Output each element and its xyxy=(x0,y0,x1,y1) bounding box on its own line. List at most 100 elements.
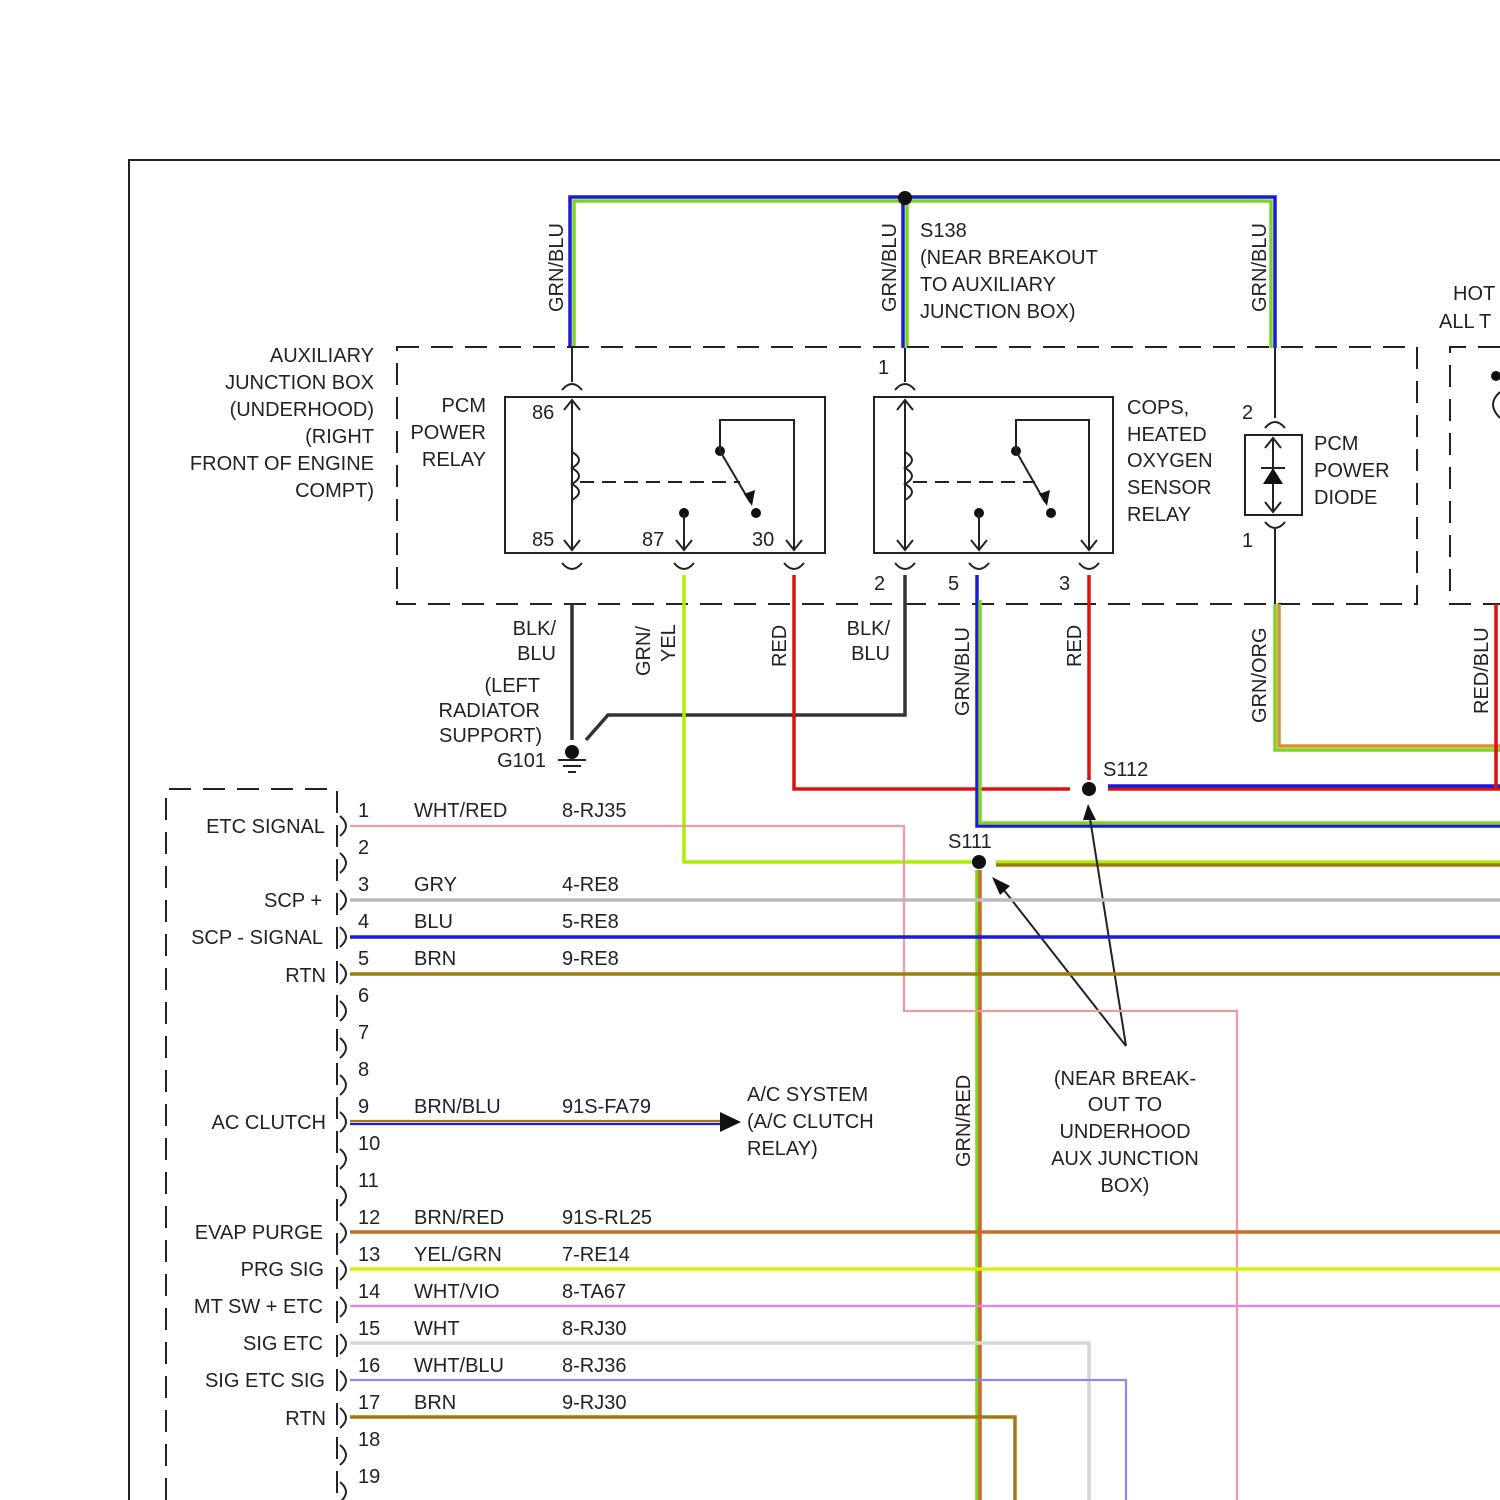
svg-text:PCM: PCM xyxy=(1314,433,1358,455)
wire-label-red-right: RED xyxy=(1064,625,1086,667)
connector-pin-11: 11 xyxy=(340,1170,379,1206)
pin-number: 12 xyxy=(358,1207,380,1229)
svg-text:(A/C CLUTCH: (A/C CLUTCH xyxy=(747,1111,874,1133)
wire-grn-yel xyxy=(684,575,976,862)
svg-text:YEL: YEL xyxy=(658,624,680,662)
svg-text:(LEFT: (LEFT xyxy=(484,675,540,697)
wire-label-blk-blu-left: BLK/ BLU xyxy=(513,618,557,665)
ac-system-label: A/C SYSTEM (A/C CLUTCH RELAY) xyxy=(747,1084,874,1160)
func-mt-sw-etc: MT SW + ETC xyxy=(194,1296,323,1318)
pin-number: 1 xyxy=(358,800,369,822)
pin-number: 11 xyxy=(358,1170,379,1192)
pin-number: 3 xyxy=(358,874,369,896)
func-sig-etc: SIG ETC xyxy=(243,1333,323,1355)
pin-number: 19 xyxy=(358,1466,380,1488)
svg-text:COPS,: COPS, xyxy=(1127,397,1189,419)
pin-number: 18 xyxy=(358,1429,380,1451)
pin-circuit: 8-RJ36 xyxy=(562,1355,626,1377)
wire-label-grn-org: GRN/ORG xyxy=(1249,627,1271,723)
s112-splice-dot xyxy=(1082,782,1096,796)
svg-text:COMPT): COMPT) xyxy=(295,480,374,502)
near-breakout-arrows xyxy=(992,804,1126,1046)
pin-number: 15 xyxy=(358,1318,380,1340)
s138-label: S138 (NEAR BREAKOUT TO AUXILIARY JUNCTIO… xyxy=(920,220,1098,323)
pcm-power-diode: 2 1 xyxy=(1242,348,1302,604)
pin-2: 2 xyxy=(874,573,885,595)
pin-wire-color: BRN xyxy=(414,948,456,970)
pin-number: 7 xyxy=(358,1022,369,1044)
wire-label-red-blu: RED/BLU xyxy=(1471,627,1493,714)
func-scp-plus: SCP + xyxy=(264,890,322,912)
svg-text:BLU: BLU xyxy=(517,643,556,665)
svg-text:FRONT OF ENGINE: FRONT OF ENGINE xyxy=(190,453,374,475)
wire-red-pcm-relay xyxy=(794,575,1070,789)
wire-grn-org xyxy=(1275,604,1500,750)
pin-circuit: 7-RE14 xyxy=(562,1244,630,1266)
func-scp-minus-signal: SCP - SIGNAL xyxy=(191,927,323,949)
wire-pin16-wht-blu xyxy=(350,1380,1126,1500)
pin-wire-color: GRY xyxy=(414,874,457,896)
pin-number: 17 xyxy=(358,1392,380,1414)
svg-text:JUNCTION BOX: JUNCTION BOX xyxy=(225,372,374,394)
connector-pin-13: 13YEL/GRN7-RE14 xyxy=(340,1244,630,1280)
svg-text:RELAY: RELAY xyxy=(1127,504,1191,526)
pin-wire-color: WHT xyxy=(414,1318,460,1340)
wire-label-blk-blu-right: BLK/ BLU xyxy=(847,618,891,665)
pin-number: 5 xyxy=(358,948,369,970)
connector-pin-8: 8 xyxy=(340,1059,369,1095)
wire-label-grn-yel: GRN/ YEL xyxy=(633,624,680,676)
connector-pin-10: 10 xyxy=(340,1133,380,1169)
pin-number: 16 xyxy=(358,1355,380,1377)
pin-number: 2 xyxy=(358,837,369,859)
svg-text:POWER: POWER xyxy=(410,422,486,444)
pin-wire-color: YEL/GRN xyxy=(414,1244,502,1266)
wire-label-red-left: RED xyxy=(769,625,791,667)
pin-wire-color: BRN/RED xyxy=(414,1207,504,1229)
diode-pin-2: 2 xyxy=(1242,402,1253,424)
svg-text:SUPPORT): SUPPORT) xyxy=(439,725,542,747)
s111-label: S111 xyxy=(948,831,992,853)
svg-text:AUX JUNCTION: AUX JUNCTION xyxy=(1051,1148,1199,1170)
pin-5: 5 xyxy=(948,573,959,595)
pin-3: 3 xyxy=(1059,573,1070,595)
pin-1: 1 xyxy=(878,357,889,379)
svg-text:OXYGEN: OXYGEN xyxy=(1127,450,1213,472)
pin-wire-color: WHT/BLU xyxy=(414,1355,504,1377)
pin-number: 8 xyxy=(358,1059,369,1081)
pin-circuit: 8-TA67 xyxy=(562,1281,626,1303)
connector-pin-4: 4BLU5-RE8 xyxy=(340,911,619,947)
ground-g101 xyxy=(558,745,586,772)
svg-text:GRN/: GRN/ xyxy=(633,626,655,676)
pin-87: 87 xyxy=(642,529,664,551)
cops-relay-label: COPS, HEATED OXYGEN SENSOR RELAY xyxy=(1127,397,1213,526)
svg-text:HOT: HOT xyxy=(1453,283,1495,305)
svg-text:BLU: BLU xyxy=(851,643,890,665)
connector-function-labels: ETC SIGNAL SCP + SCP - SIGNAL RTN AC CLU… xyxy=(191,816,326,1430)
svg-text:POWER: POWER xyxy=(1314,460,1390,482)
aux-junction-box-label: AUXILIARY JUNCTION BOX (UNDERHOOD) (RIGH… xyxy=(190,345,374,502)
func-evap-purge: EVAP PURGE xyxy=(195,1222,323,1244)
connector-pin-15: 15WHT8-RJ30 xyxy=(340,1318,626,1354)
connector-pin-2: 2 xyxy=(340,837,369,873)
wire-label-grn-blu-pin5: GRN/BLU xyxy=(952,627,974,716)
svg-text:(NEAR BREAKOUT: (NEAR BREAKOUT xyxy=(920,247,1098,269)
pin-wire-color: BRN xyxy=(414,1392,456,1414)
wire-pin9-brn-blu xyxy=(350,1112,741,1132)
svg-text:(RIGHT: (RIGHT xyxy=(305,426,374,448)
wire-label-grn-blu-center: GRN/BLU xyxy=(879,223,901,312)
s111-splice-dot xyxy=(972,855,986,869)
func-prg-sig: PRG SIG xyxy=(241,1259,324,1281)
connector-pin-17: 17 BRN 9-RJ30 xyxy=(340,1392,626,1428)
pin-85: 85 xyxy=(532,529,554,551)
wire-label-grn-blu-right: GRN/BLU xyxy=(1249,223,1271,312)
svg-text:RELAY: RELAY xyxy=(422,449,486,471)
func-etc-signal: ETC SIGNAL xyxy=(206,816,325,838)
pin-number: 14 xyxy=(358,1281,380,1303)
pin-circuit: 91S-RL25 xyxy=(562,1207,652,1229)
pin-circuit: 9-RJ30 xyxy=(562,1392,626,1414)
func-rtn-2: RTN xyxy=(285,1408,326,1430)
cops-heated-oxygen-sensor-relay: 1 2 5 3 xyxy=(874,348,1113,595)
pin-circuit: 8-RJ35 xyxy=(562,800,626,822)
svg-text:A/C SYSTEM: A/C SYSTEM xyxy=(747,1084,868,1106)
